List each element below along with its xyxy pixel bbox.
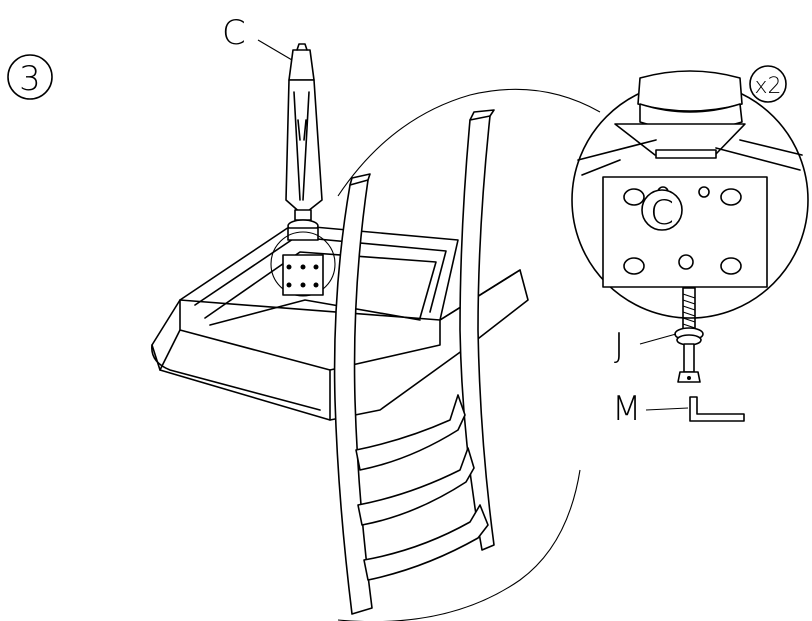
bolt-leader-line (639, 333, 677, 345)
detail-view: C (571, 70, 809, 319)
bolt-j (674, 287, 704, 383)
leg-label: C (222, 13, 246, 53)
chair-leg-c (285, 43, 323, 241)
quantity-text: x2 (754, 74, 781, 99)
chair-back (333, 109, 495, 615)
allen-wrench-m (689, 396, 745, 422)
bolt-label: J (614, 326, 624, 366)
step-number: 3 (19, 59, 41, 99)
joint-magnifier (270, 231, 336, 297)
quantity-badge: x2 (749, 65, 787, 103)
wrench-leader-line (645, 407, 689, 411)
leg-leader-line (257, 39, 293, 61)
step-badge: 3 (7, 54, 53, 100)
wrench-label: M (612, 389, 641, 429)
detail-arc-top (337, 88, 601, 197)
leg-mark-c: C (650, 193, 674, 233)
